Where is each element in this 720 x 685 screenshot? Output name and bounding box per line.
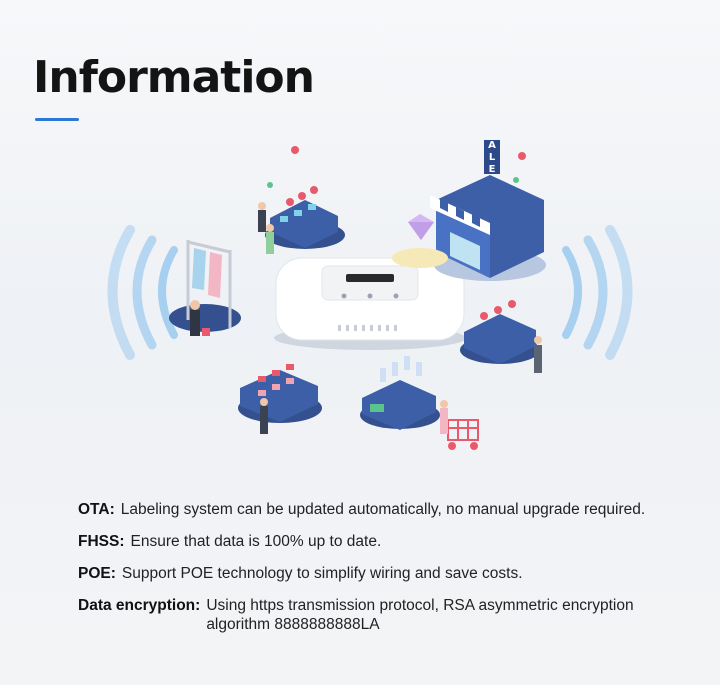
feature-text: Using https transmission protocol, RSA a… xyxy=(206,597,634,633)
feature-text: Support POE technology to simplify wirin… xyxy=(121,565,523,582)
shelf-platform-bottom-left xyxy=(238,364,322,434)
shelf-platform-right xyxy=(460,300,542,373)
diamond-pedestal xyxy=(392,214,448,268)
shopping-cart xyxy=(447,419,479,450)
title-underline xyxy=(35,118,79,121)
feature-text: Ensure that data is 100% up to date. xyxy=(130,533,382,550)
feature-fhss: FHSS: Ensure that data is 100% up to dat… xyxy=(78,532,708,551)
sale-sign-letter: A xyxy=(488,140,496,151)
access-point-device xyxy=(274,257,466,350)
clothes-rack-platform xyxy=(169,240,241,336)
feature-label: FHSS: xyxy=(78,533,125,550)
store-building: S A L E xyxy=(430,140,546,281)
feature-label: Data encryption: xyxy=(78,597,201,614)
left-signal-waves xyxy=(107,225,178,360)
feature-label: OTA: xyxy=(78,501,115,518)
feature-data-encryption: Data encryption: Using https transmissio… xyxy=(78,596,708,634)
retail-network-illustration: S A L E xyxy=(107,140,633,450)
sale-sign-letter: L xyxy=(489,152,496,163)
feature-text: Labeling system can be updated automatic… xyxy=(120,501,646,518)
page-title: Information xyxy=(33,52,315,103)
feature-label: POE: xyxy=(78,565,116,582)
feature-list: OTA: Labeling system can be updated auto… xyxy=(78,500,708,647)
feature-poe: POE: Support POE technology to simplify … xyxy=(78,564,708,583)
shelf-platform-bottom-center xyxy=(360,356,440,430)
sale-sign-letter: E xyxy=(489,164,496,175)
feature-ota: OTA: Labeling system can be updated auto… xyxy=(78,500,708,519)
shelf-platform-top-left xyxy=(258,146,345,254)
right-signal-waves xyxy=(562,225,633,360)
